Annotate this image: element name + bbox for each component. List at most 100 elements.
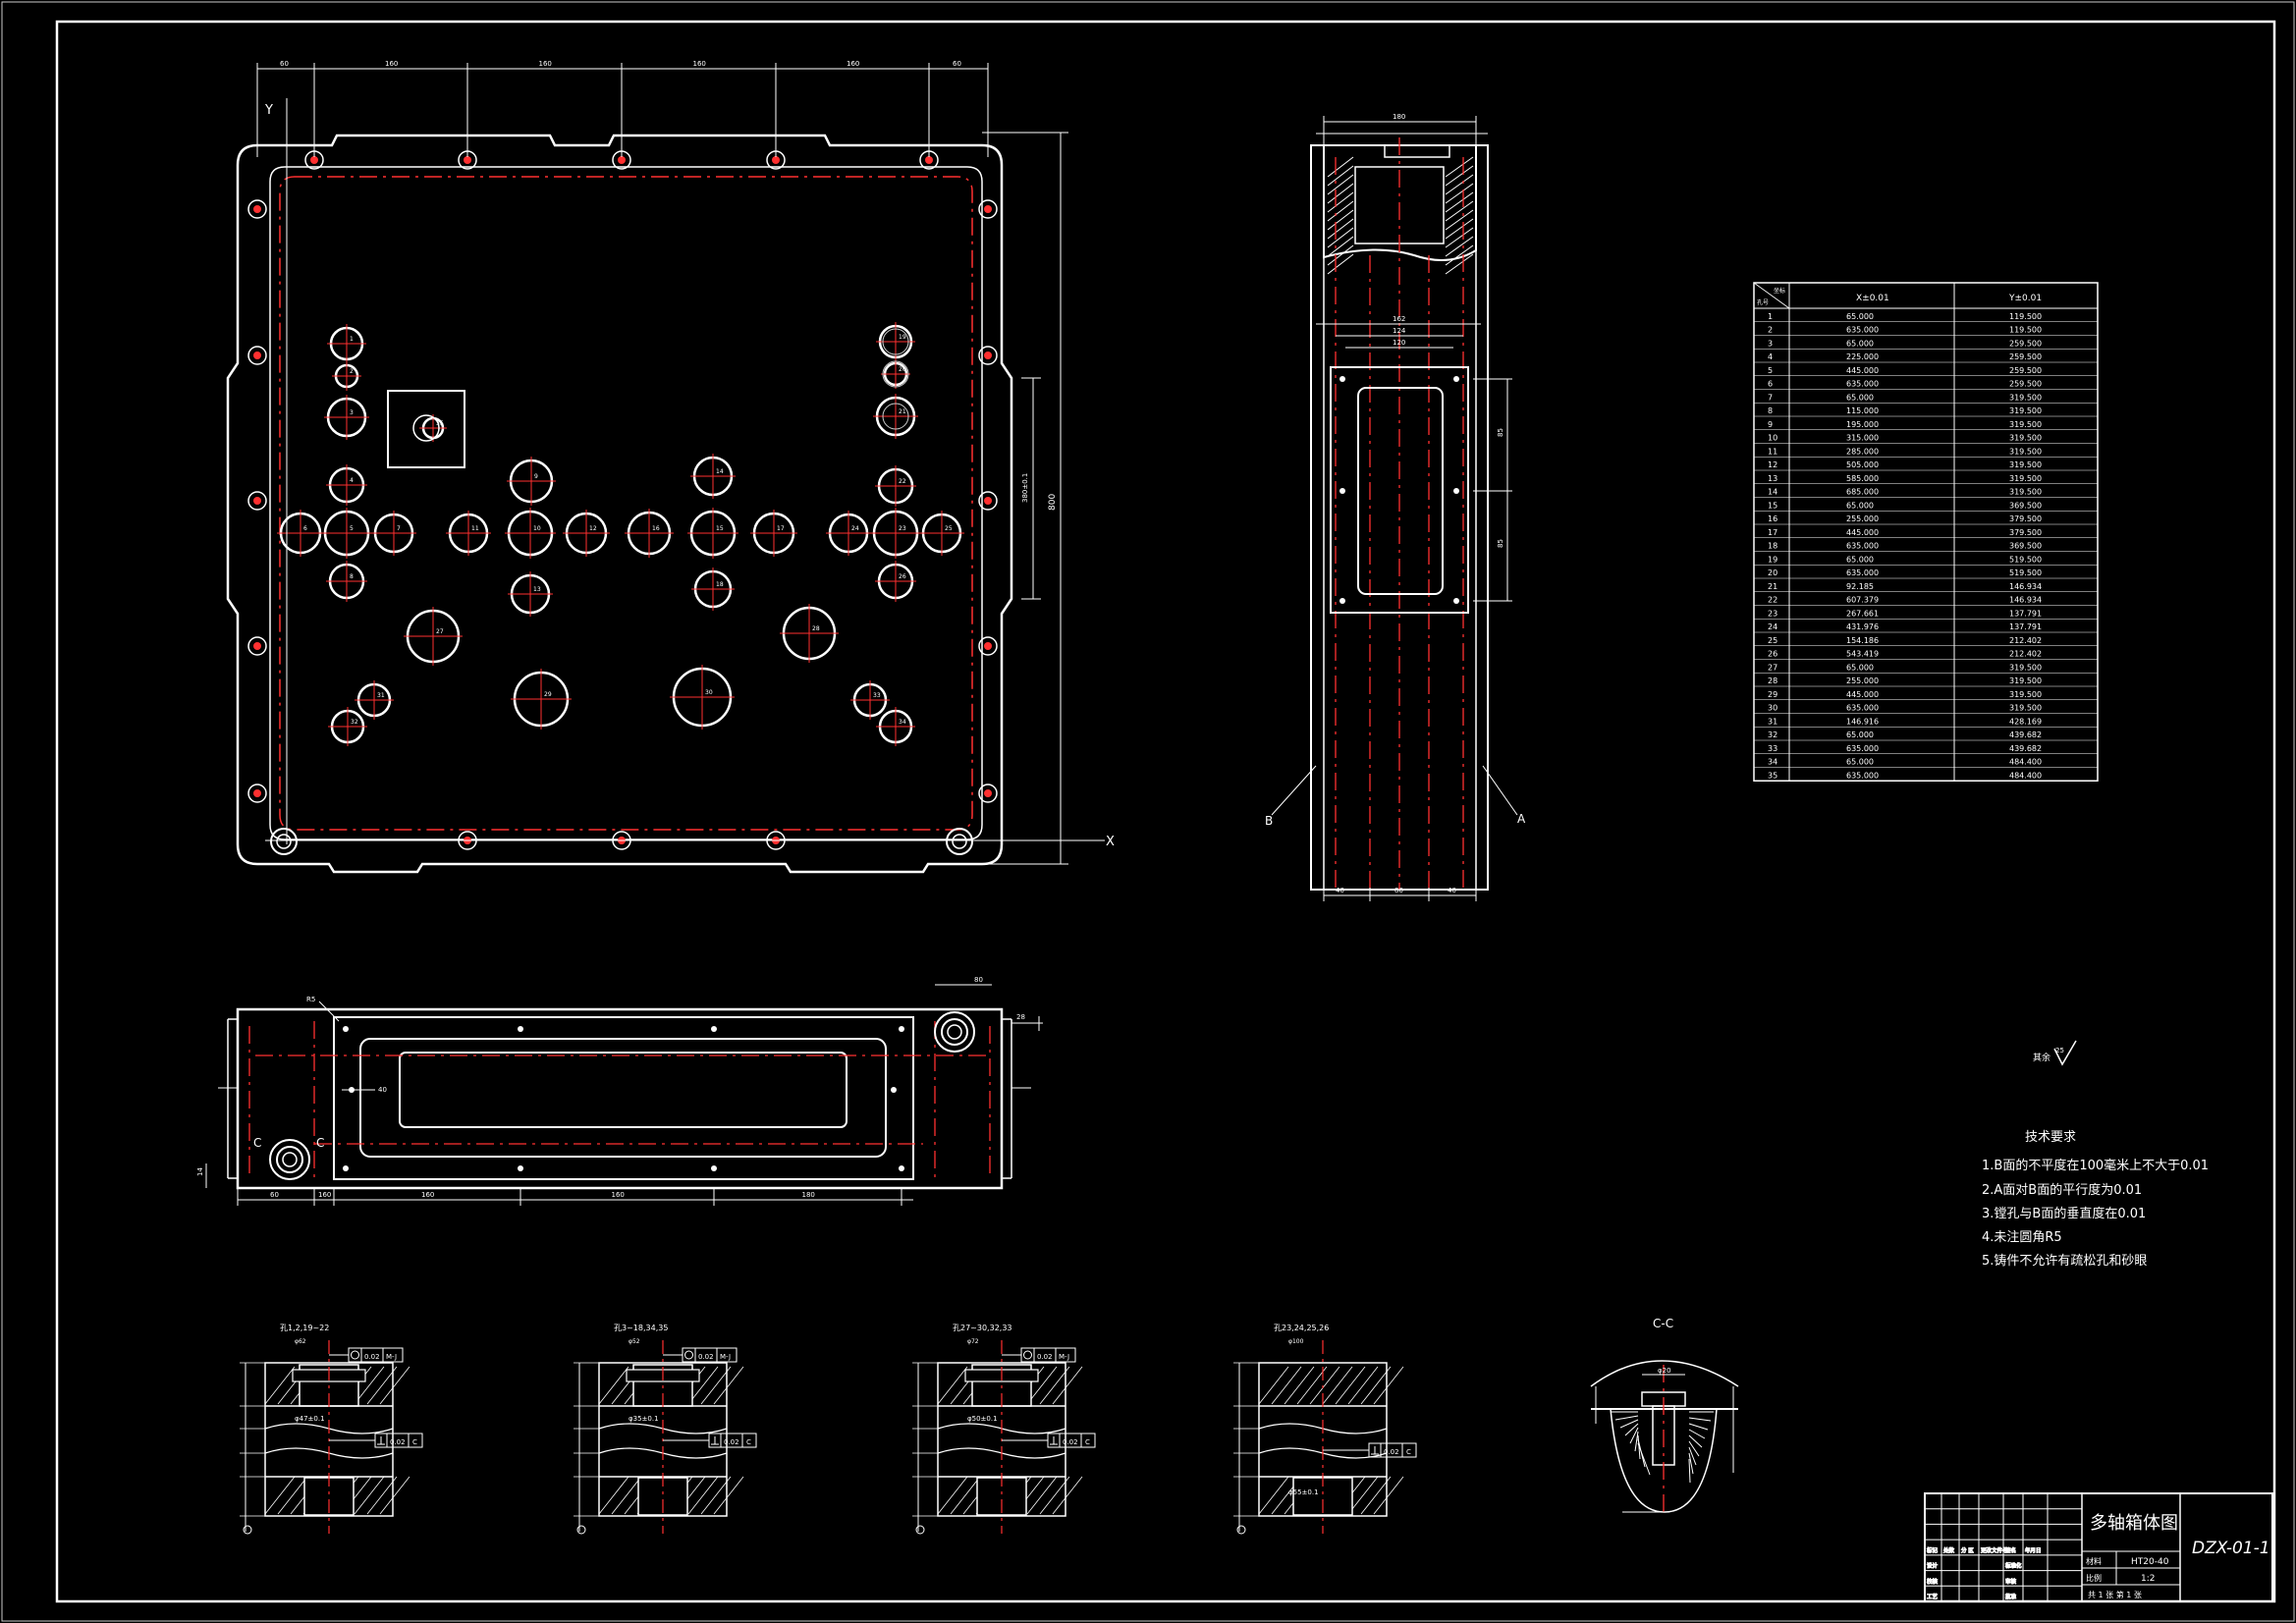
side-dim-bottom-3: 40 (1448, 887, 1456, 894)
table-cell-x: 445.000 (1846, 366, 1879, 375)
bolt-hole-center (925, 156, 933, 164)
detail-hatch (1258, 1366, 1404, 1515)
hatch-line (1284, 1366, 1315, 1405)
table-cell-y: 137.791 (2009, 609, 2042, 618)
bolt-hole (978, 199, 998, 219)
table-cell-no: 31 (1768, 717, 1777, 726)
scale-label: 比例 (2086, 1573, 2102, 1583)
bore-hole-label: 23 (899, 525, 906, 532)
bolt-hole-center (253, 497, 261, 505)
table-cell-no: 26 (1768, 650, 1777, 659)
hatch-line (1327, 209, 1354, 231)
detail-tol-value: 0.02 (698, 1353, 714, 1361)
title-field-label: 标准化 (2005, 1562, 2022, 1570)
hatch-line (1445, 183, 1474, 204)
detail-dia-top: φ62 (295, 1338, 306, 1345)
dim-value: 60 (953, 60, 961, 68)
side-dim-top: 180 (1393, 113, 1405, 121)
table-cell-no: 16 (1768, 514, 1777, 523)
table-cell-x: 315.000 (1846, 434, 1879, 443)
front-rc-label: R5 (306, 996, 315, 1003)
bore-hole-label: 32 (351, 719, 358, 726)
section-c-c: C-C φ20 (1590, 1317, 1739, 1517)
table-cell-y: 319.500 (2009, 420, 2042, 429)
table-cell-y: 439.682 (2009, 744, 2042, 753)
table-cell-y: 319.500 (2009, 447, 2042, 456)
table-cell-x: 445.000 (1846, 690, 1879, 699)
table-cell-no: 11 (1768, 447, 1777, 456)
side-dim-right-2: 85 (1497, 539, 1504, 548)
table-corner-diag (1753, 282, 1790, 309)
bolt-hole-center (772, 156, 780, 164)
hatch-line (1688, 1434, 1703, 1448)
detail-perp-frame (708, 1433, 757, 1448)
hatch-line (1624, 1423, 1639, 1436)
table-cell-no: 10 (1768, 434, 1777, 443)
table-cell-no: 27 (1768, 663, 1777, 672)
detail-perp-value: 0.02 (1063, 1438, 1078, 1446)
table-cell-x: 445.000 (1846, 528, 1879, 537)
bore-hole-ring (882, 328, 909, 355)
bore-hole-label: 25 (945, 525, 953, 532)
datum-marker-icon (915, 1525, 925, 1535)
bore-hole-label: 17 (777, 525, 785, 532)
bore-hole-label: 7 (397, 525, 401, 532)
table-cell-x: 65.000 (1846, 312, 1874, 321)
tech-req-item-4: 4.未注圆角R5 (1982, 1230, 2062, 1245)
bore-hole-label: 33 (873, 692, 881, 699)
bore-hole-label: 24 (851, 525, 859, 532)
hatch-line (1327, 227, 1354, 248)
front-dim-value: 160 (318, 1191, 331, 1199)
hatch-line (1445, 244, 1474, 266)
hatch-line (700, 1366, 732, 1405)
hatch-line (1634, 1431, 1639, 1452)
table-cell-y: 428.169 (2009, 717, 2042, 726)
bore-hole-label: 5 (350, 525, 354, 532)
dowel-hole (946, 828, 973, 855)
table-cell-x: 225.000 (1846, 352, 1879, 361)
bolt-hole (978, 636, 998, 656)
front-window (399, 1052, 847, 1128)
detail-title: 孔3~18,34,35 (614, 1324, 668, 1332)
hatch-line (1445, 174, 1474, 195)
table-corner-bottom: 孔号 (1757, 298, 1769, 306)
square-boss-hole (412, 414, 440, 442)
front-dim-left-2: 40 (378, 1086, 387, 1094)
hatch-line (1360, 1366, 1392, 1405)
hatch-line (1052, 1366, 1083, 1405)
front-section-c-right: C (316, 1136, 324, 1150)
bore-hole-ring (882, 403, 909, 430)
hatch-line (1637, 1442, 1651, 1476)
title-header-cell: 更改文件号 (1981, 1546, 2008, 1554)
bolt-hole-center (984, 789, 992, 797)
table-cell-y: 319.500 (2009, 474, 2042, 483)
hatch-line (611, 1476, 642, 1515)
hatch-line (1445, 227, 1474, 248)
bolt-hole (247, 346, 267, 365)
hatch-line (1347, 1476, 1379, 1515)
front-dim-left: 14 (196, 1167, 204, 1176)
table-cell-x: 505.000 (1846, 460, 1879, 469)
bore-hole-label: 18 (716, 581, 724, 588)
table-cell-y: 259.500 (2009, 380, 2042, 389)
title-header-cell: 年月日 (2025, 1546, 2042, 1554)
position-tol-icon (351, 1350, 359, 1360)
bore-hole-label: 19 (899, 334, 906, 341)
hatch-line (1445, 156, 1474, 178)
table-cell-no: 21 (1768, 582, 1777, 591)
bore-hole-label: 13 (533, 586, 541, 593)
dim-value: 160 (847, 60, 859, 68)
table-cell-y: 259.500 (2009, 366, 2042, 375)
dim-value: 160 (693, 60, 706, 68)
detail-dia-top: φ72 (967, 1338, 979, 1345)
bolt-hole (978, 784, 998, 803)
tech-req-item-5: 5.铸件不允许有疏松孔和砂眼 (1982, 1253, 2147, 1269)
detail-tol-value: 0.02 (1037, 1353, 1053, 1361)
detail-dia: φ47±0.1 (295, 1415, 325, 1423)
detail-tol-frame (682, 1347, 738, 1363)
hatch-line (1360, 1476, 1392, 1515)
